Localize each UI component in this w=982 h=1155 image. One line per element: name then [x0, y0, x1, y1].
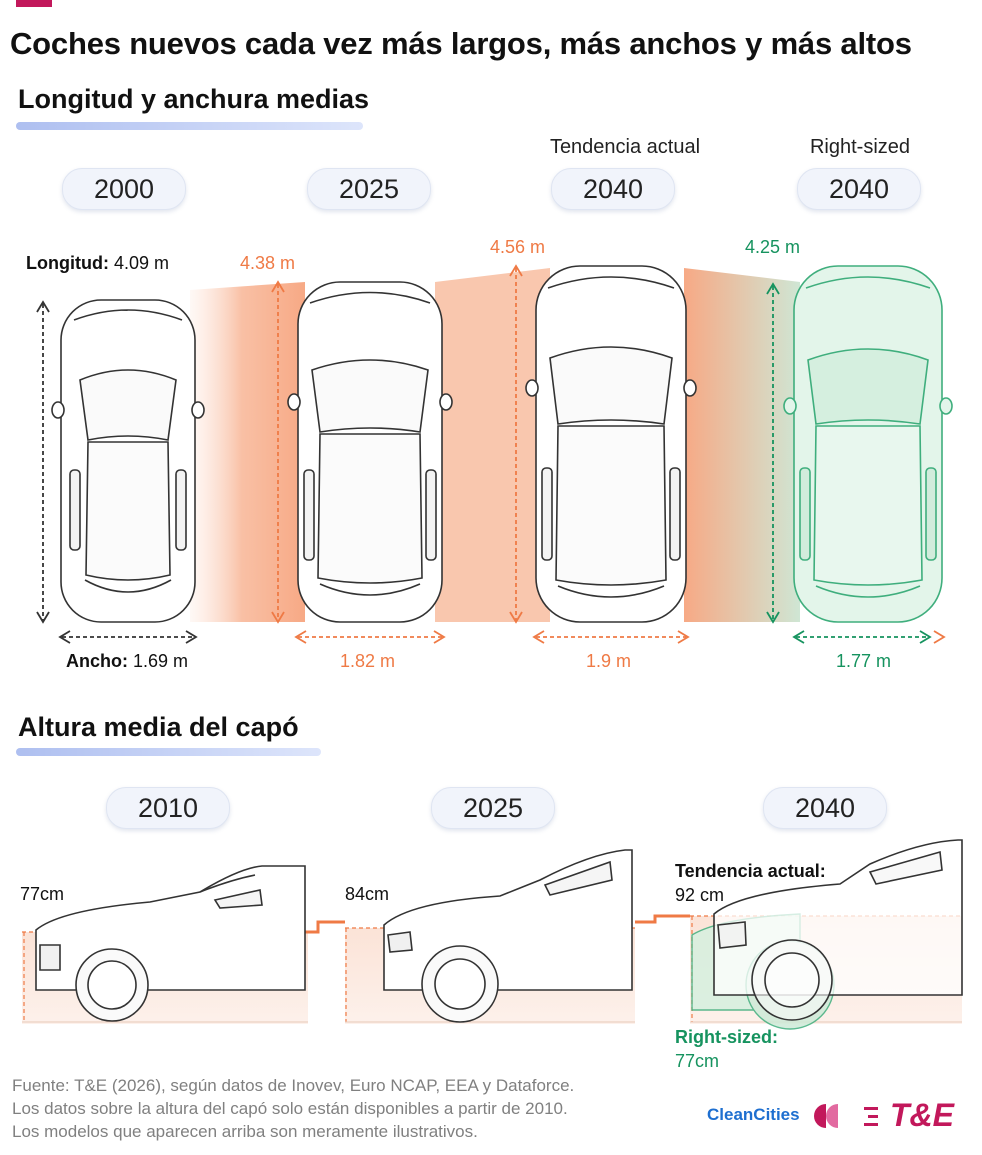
width-key: Ancho: [66, 651, 128, 671]
hood-rightsized-height: 77cm [675, 1051, 720, 1071]
length-value-2040-rightsized: 4.25 m [745, 237, 801, 257]
page-title: Coches nuevos cada vez más largos, más a… [10, 26, 912, 61]
car-sideview-2025 [383, 849, 633, 1023]
section-underline [16, 122, 363, 130]
width-arrow-2025 [294, 630, 446, 644]
year-pill-2040-rightsized: 2040 [797, 168, 921, 210]
car-topview-2040-trend [525, 265, 697, 623]
footer-notes: Fuente: T&E (2026), según datos de Inove… [12, 1074, 574, 1143]
length-value-2040-trend: 4.56 m [490, 237, 546, 257]
year-pill-2040-trend: 2040 [551, 168, 675, 210]
width-value-2040-rightsized: 1.77 m [836, 651, 892, 671]
hood-height-2010: 77cm [20, 884, 65, 904]
footer-source: Fuente: T&E (2026), según datos de Inove… [12, 1076, 575, 1095]
length-value: 4.09 m [113, 253, 170, 273]
length-value-2025: 4.38 m [240, 253, 296, 273]
width-arrow-2040-rightsized [792, 630, 946, 644]
section-title-length-width: Longitud y anchura medias [18, 84, 370, 114]
growth-gradient-3 [684, 268, 800, 622]
width-value-2040-trend: 1.9 m [586, 651, 632, 671]
brand-accent-bar [16, 0, 52, 7]
year-pill-2040-hood: 2040 [763, 787, 887, 829]
year-pill-2000: 2000 [62, 168, 186, 210]
car-sideview-2010 [35, 865, 306, 1022]
cleancities-mark-icon [814, 1104, 838, 1128]
caption-right-sized: Right-sized [809, 136, 911, 158]
footer-note-illustrative: Los modelos que aparecen arriba son mera… [12, 1122, 478, 1141]
width-arrow-2000 [58, 630, 198, 644]
year-pill-2025: 2025 [307, 168, 431, 210]
section-underline [16, 748, 321, 756]
car-sideview-2040-trend [713, 839, 963, 1021]
length-arrow-2040-rightsized [766, 282, 780, 624]
year-pill-2010: 2010 [106, 787, 230, 829]
length-label-2000: Longitud: 4.09 m [26, 253, 169, 274]
length-key: Longitud: [26, 253, 109, 273]
caption-tendencia-actual: Tendencia actual [549, 136, 701, 158]
width-value-2025: 1.82 m [340, 651, 396, 671]
width-label-2000: Ancho: 1.69 m [66, 651, 188, 672]
car-topview-2025 [287, 281, 453, 623]
hood-rightsized-label: Right-sized: [675, 1027, 778, 1047]
width-arrow-2040-trend [532, 630, 690, 644]
length-arrow-2000 [36, 300, 50, 624]
growth-gradient-1 [190, 282, 305, 622]
step-line-2 [635, 914, 690, 924]
section-title-hood-height: Altura media del capó [18, 712, 299, 742]
hood-trend-height: 92 cm [675, 885, 725, 905]
growth-gradient-2 [435, 268, 550, 622]
width-value: 1.69 m [133, 651, 189, 671]
te-logo: T&E [890, 1097, 954, 1133]
hood-trend-label: Tendencia actual: [675, 861, 826, 881]
cleancities-logo: CleanCities [707, 1105, 800, 1124]
car-topview-2000 [51, 299, 205, 623]
hood-height-2025: 84cm [345, 884, 390, 904]
length-arrow-2040-trend [509, 264, 523, 624]
footer-note-hood: Los datos sobre la altura del capó solo … [12, 1099, 568, 1118]
car-topview-2040-rightsized [783, 265, 953, 623]
length-arrow-2025 [271, 280, 285, 624]
year-pill-2025-hood: 2025 [431, 787, 555, 829]
te-lines-icon [864, 1107, 878, 1126]
